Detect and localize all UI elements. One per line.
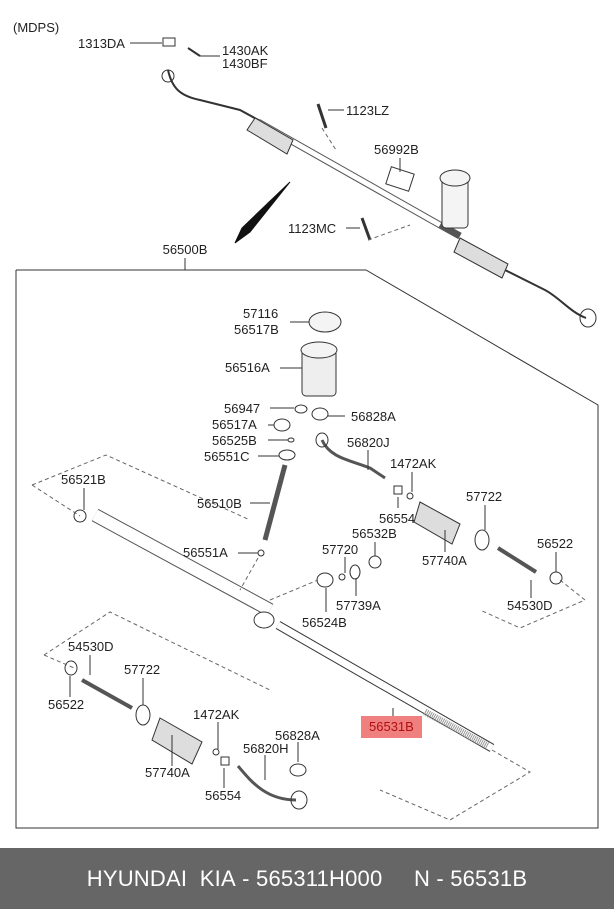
callout-56551C[interactable]: 56551C: [204, 449, 250, 464]
footer-brand: HYUNDAI KIA: [86, 865, 236, 891]
top-tie-rod-left: [167, 69, 263, 123]
diagram-drawing: [15, 37, 599, 829]
callout-54530D-top[interactable]: 54530D: [507, 598, 553, 613]
footer-part-number: - 565311H000: [235, 865, 383, 891]
part-57740A-boot-right: [413, 501, 461, 545]
callout-56525B[interactable]: 56525B: [212, 433, 257, 448]
callout-56947[interactable]: 56947: [224, 401, 261, 416]
callout-57116[interactable]: 57116: [243, 306, 279, 321]
assembly-frame: [15, 269, 599, 829]
callout-56516A[interactable]: 56516A: [225, 360, 270, 375]
callout-56517B[interactable]: 56517B: [234, 322, 279, 337]
callout-1472AK-bottom[interactable]: 1472AK: [193, 707, 240, 722]
parts-diagram: (MDPS) 56500B 1313DA 1430AK 1430BF 1123L…: [13, 20, 599, 829]
callout-56522-bottom[interactable]: 56522: [48, 697, 85, 712]
top-boot-left: [246, 117, 294, 155]
callout-1123MC[interactable]: 1123MC: [288, 221, 337, 236]
part-54530D-right: [496, 546, 538, 574]
callout-57720[interactable]: 57720: [322, 542, 359, 557]
callout-56828A-bottom[interactable]: 56828A: [275, 728, 320, 743]
callout-1123LZ[interactable]: 1123LZ: [346, 103, 390, 118]
callout-1313DA[interactable]: 1313DA: [78, 36, 125, 51]
callout-56551A[interactable]: 56551A: [183, 545, 228, 560]
top-label-plate: [385, 166, 415, 192]
part-57740A-boot-left: [151, 717, 203, 765]
callout-56820J[interactable]: 56820J: [347, 435, 390, 450]
callout-57722-bottom[interactable]: 57722: [124, 662, 161, 677]
callout-57722-top[interactable]: 57722: [466, 489, 503, 504]
top-boot-right: [453, 237, 509, 279]
callout-56521B[interactable]: 56521B: [61, 472, 106, 487]
callout-56517A[interactable]: 56517A: [212, 417, 257, 432]
callout-56828A-top[interactable]: 56828A: [351, 409, 396, 424]
callout-56510B[interactable]: 56510B: [197, 496, 242, 511]
callout-57740A-bottom[interactable]: 57740A: [145, 765, 190, 780]
callout-56554-top[interactable]: 56554: [379, 511, 416, 526]
footer-reference: N - 56531B: [382, 865, 528, 891]
part-56820H: [236, 765, 297, 802]
top-tie-rod-right: [504, 269, 587, 319]
callout-56992B[interactable]: 56992B: [374, 142, 419, 157]
part-56510B-shaft: [262, 464, 288, 541]
callout-56554-bottom[interactable]: 56554: [205, 788, 242, 803]
assembly-label: 56500B: [162, 242, 208, 257]
callout-1430BF[interactable]: 1430BF: [222, 56, 268, 71]
callout-56531B-highlighted[interactable]: 56531B: [361, 716, 422, 738]
callout-56522-top[interactable]: 56522: [537, 536, 574, 551]
assembly-arrow: [234, 181, 291, 244]
part-54530D-left: [81, 678, 133, 710]
callout-57740A-top[interactable]: 57740A: [422, 553, 467, 568]
callout-1472AK-top[interactable]: 1472AK: [390, 456, 437, 471]
callout-1430AK[interactable]: 1430AK: [222, 43, 269, 58]
callout-57739A[interactable]: 57739A: [336, 598, 381, 613]
callout-56820H[interactable]: 56820H: [243, 741, 289, 756]
part-56820J: [320, 439, 386, 480]
part-57116-cap: [308, 311, 342, 333]
variant-label: (MDPS): [13, 20, 60, 35]
callout-54530D-bottom[interactable]: 54530D: [68, 639, 114, 654]
callout-56524B[interactable]: 56524B: [302, 615, 347, 630]
callout-56532B[interactable]: 56532B: [352, 526, 397, 541]
footer-bar: HYUNDAI KIA - 565311H000 N - 56531B: [0, 848, 614, 909]
